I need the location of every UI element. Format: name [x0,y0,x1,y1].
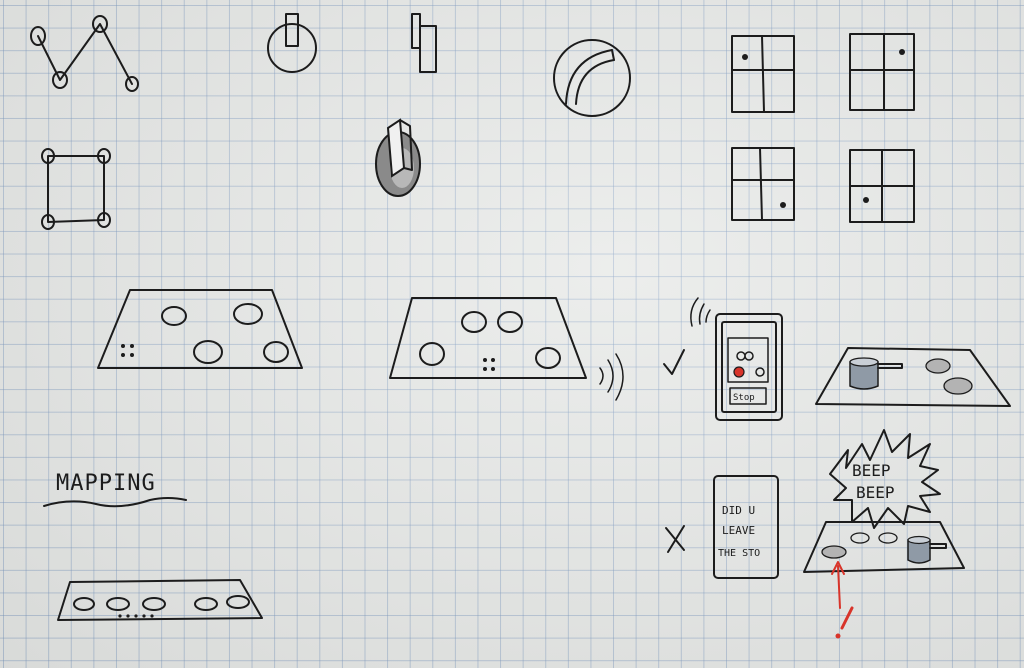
zigzag-graph-sketch [30,15,139,92]
stovetop-with-pot-sketch [815,347,1011,407]
check-mark-icon [663,349,685,375]
burner-map-grid [731,33,915,223]
knob-side-sketch [411,13,437,73]
mapping-label: MAPPING [56,471,156,496]
stovetop-sketch-1 [97,289,303,369]
burner-map-top-left [731,35,795,113]
stop-button-label: Stop [733,393,755,403]
phone-message-line2: LEAVE [722,524,755,537]
alert-arrow-sketch [831,561,854,639]
round-dial-sketch [553,39,631,117]
shaded-knob-sketch [375,118,421,197]
burner-map-bottom-left [731,147,795,221]
phone-message-line3: THE STO [718,548,760,559]
inline-stovetop-sketch [57,579,263,621]
alert-stovetop-sketch [803,521,965,573]
burner-map-top-right [849,33,915,111]
burner-map-bottom-right [849,149,915,223]
beep-burst-sketch: BEEP BEEP [829,429,941,529]
phone-stop-sketch: Stop [690,297,783,421]
stovetop-sketch-2 [389,297,624,401]
phone-message-sketch: DID U LEAVE THE STO [713,475,779,579]
square-graph-sketch [41,148,111,230]
phone-message-line1: DID U [722,504,755,517]
knob-top-sketch [267,13,317,73]
beep-label-line2: BEEP [856,483,895,502]
x-mark-icon [665,525,685,553]
mapping-heading: MAPPING [43,471,187,508]
beep-label-line1: BEEP [852,461,891,480]
